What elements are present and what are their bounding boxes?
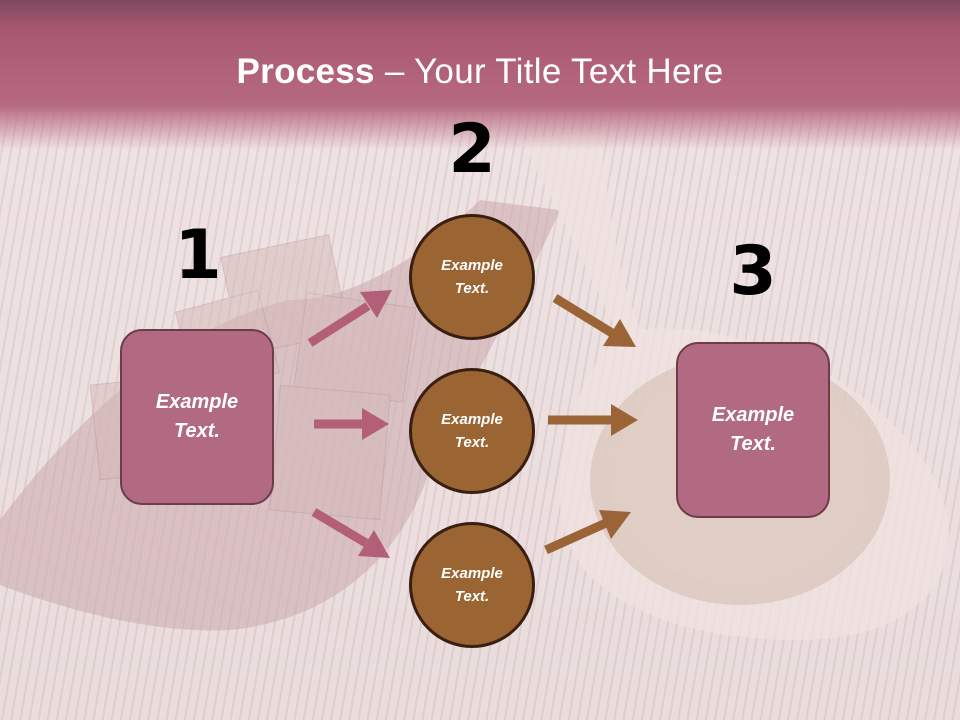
- title-band: [0, 0, 960, 150]
- circle-2-text: Example Text.: [441, 411, 503, 451]
- title-bold: Process: [236, 52, 375, 91]
- circle-2: Example Text.: [409, 368, 535, 494]
- step-number-3: 3: [729, 232, 777, 311]
- left-box-text: Example Text.: [155, 391, 239, 442]
- title-rest: – Your Title Text Here: [374, 52, 724, 91]
- circle-3: Example Text.: [409, 522, 535, 648]
- right-box: Example Text.: [676, 342, 830, 518]
- right-box-text: Example Text.: [711, 404, 795, 455]
- slide-title: Process – Your Title Text Here: [0, 52, 960, 92]
- circle-1: Example Text.: [409, 214, 535, 340]
- step-number-2: 2: [448, 110, 496, 189]
- step-number-1: 1: [174, 216, 222, 295]
- left-box: Example Text.: [120, 329, 274, 505]
- circle-1-text: Example Text.: [441, 257, 503, 297]
- circle-3-text: Example Text.: [441, 565, 503, 605]
